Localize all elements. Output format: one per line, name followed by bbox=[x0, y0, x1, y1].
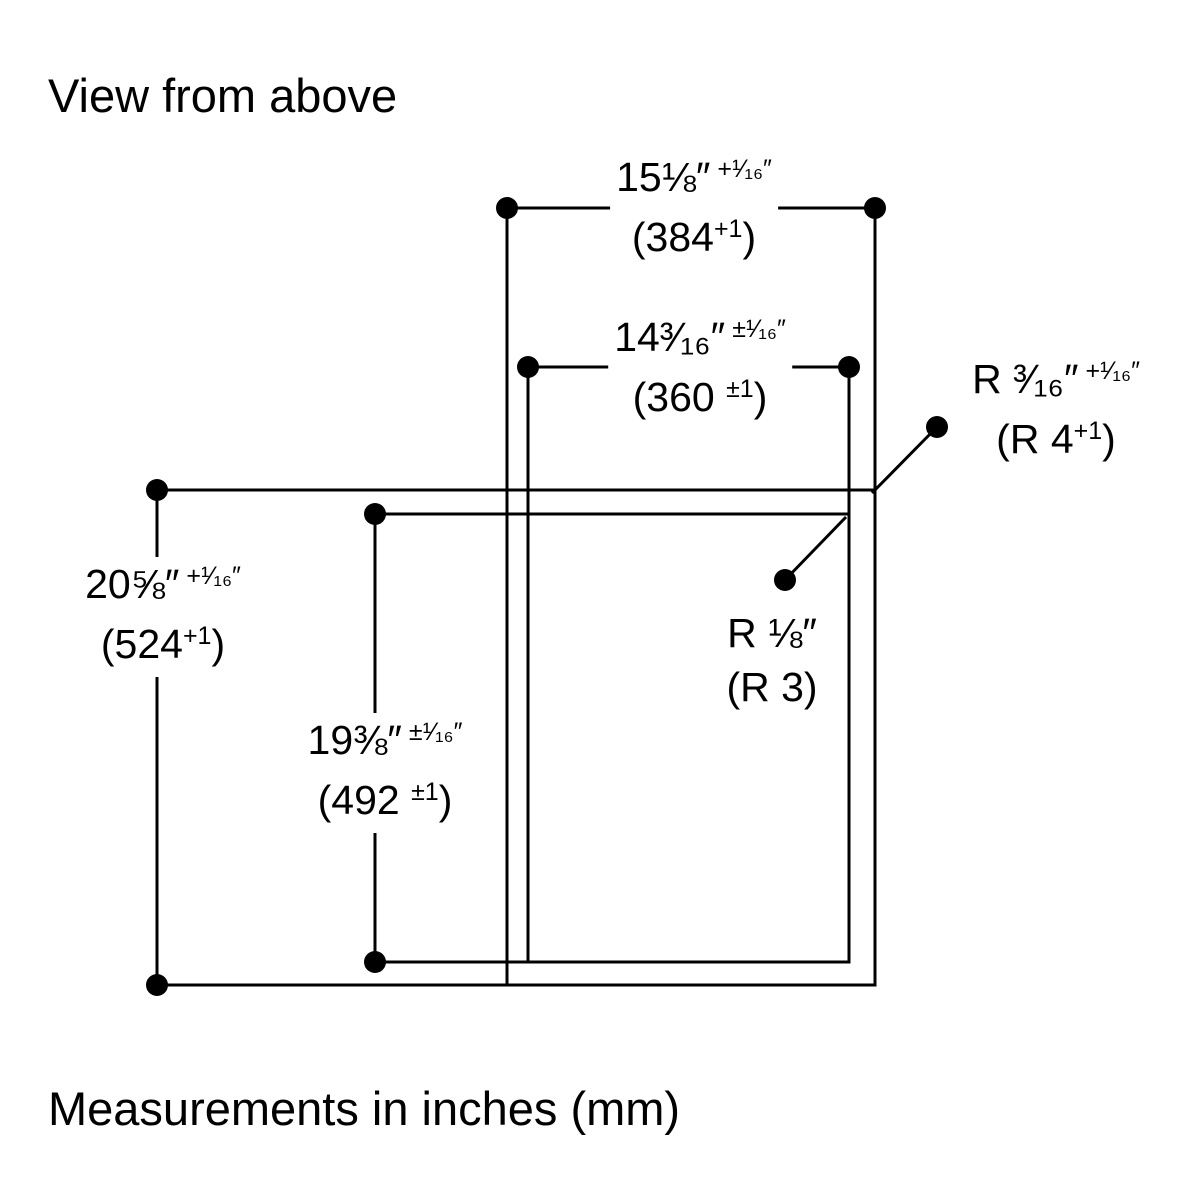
dimension-inches-row: 19⅜″±¹⁄₁₆″ bbox=[308, 713, 463, 773]
dimension-dot bbox=[146, 974, 168, 996]
dimension-inches-row: 15⅛″+¹⁄₁₆″ bbox=[616, 150, 772, 210]
dimension-mm-value: (492 bbox=[317, 777, 412, 823]
dimension-inches-value: R ⅛″ bbox=[727, 610, 817, 656]
dimension-inches-value: R ³⁄₁₆″ bbox=[972, 356, 1079, 402]
dimension-mm-value: (360 bbox=[632, 374, 727, 420]
dimension-inches-tolerance: +¹⁄₁₆″ bbox=[186, 562, 241, 590]
leader-dot-outer-radius bbox=[926, 416, 948, 438]
dimension-inches-row: 14³⁄₁₆″±¹⁄₁₆″ bbox=[614, 310, 786, 370]
inner-cutout-outline bbox=[526, 512, 851, 964]
dimension-mm-row: (360 ±1) bbox=[614, 370, 786, 430]
dimension-mm-tolerance: +1 bbox=[182, 622, 212, 650]
units-note: Measurements in inches (mm) bbox=[48, 1082, 681, 1135]
dimension-mm-row: (524+1) bbox=[85, 617, 241, 677]
dimension-inches-value: 14³⁄₁₆″ bbox=[614, 314, 726, 360]
dimension-outer-depth: 20⅝″+¹⁄₁₆″ (524+1) bbox=[79, 557, 247, 677]
dimension-inches-tolerance: +¹⁄₁₆″ bbox=[717, 155, 772, 183]
dimension-outer-width: 15⅛″+¹⁄₁₆″ (384+1) bbox=[610, 150, 778, 270]
dimension-dot bbox=[838, 356, 860, 378]
dimension-mm-row: (R 3) bbox=[726, 660, 817, 714]
dimension-mm-close: ) bbox=[211, 621, 226, 667]
dimension-mm-close: ) bbox=[1102, 416, 1116, 462]
dimension-inches-tolerance: ±¹⁄₁₆″ bbox=[732, 315, 786, 343]
dimension-dot bbox=[864, 197, 886, 219]
dimension-mm-row: (R 4+1) bbox=[972, 412, 1140, 472]
dimension-inches-value: 19⅜″ bbox=[307, 717, 402, 763]
dimension-mm-tolerance: +1 bbox=[1073, 417, 1103, 445]
outer-cutout-outline bbox=[505, 488, 877, 987]
dimension-inner-depth: 19⅜″±¹⁄₁₆″ (492 ±1) bbox=[301, 713, 469, 833]
leader-line-inner-radius bbox=[783, 515, 848, 582]
dimension-mm-tolerance: ±1 bbox=[411, 778, 439, 806]
dimension-mm-value: (524 bbox=[100, 621, 183, 667]
page-title: View from above bbox=[48, 69, 398, 122]
dimension-mm-close: ) bbox=[753, 374, 768, 420]
dimension-dot bbox=[517, 356, 539, 378]
leader-dot-inner-radius bbox=[774, 569, 796, 591]
dimension-inches-value: 15⅛″ bbox=[616, 154, 711, 200]
dimension-mm-close: ) bbox=[742, 214, 757, 260]
dimension-inner-width: 14³⁄₁₆″±¹⁄₁₆″ (360 ±1) bbox=[608, 310, 792, 430]
dimension-mm-row: (384+1) bbox=[616, 210, 772, 270]
dimension-inches-row: 20⅝″+¹⁄₁₆″ bbox=[85, 557, 241, 617]
dimension-inches-tolerance: ±¹⁄₁₆″ bbox=[408, 718, 463, 746]
dimension-mm-tolerance: +1 bbox=[713, 215, 743, 243]
dimension-dot bbox=[364, 503, 386, 525]
dimension-mm-value: (R 4 bbox=[996, 416, 1074, 462]
dimension-dot bbox=[146, 479, 168, 501]
dimension-dot bbox=[496, 197, 518, 219]
dimension-mm-row: (492 ±1) bbox=[308, 773, 463, 833]
dimension-mm-close: ) bbox=[438, 777, 453, 823]
dimension-inches-value: 20⅝″ bbox=[85, 561, 180, 607]
dimension-inner-radius: R ⅛″ (R 3) bbox=[726, 606, 817, 714]
dimension-mm-value: (R 3) bbox=[726, 664, 818, 710]
dimension-dot bbox=[364, 951, 386, 973]
dimension-inches-row: R ⅛″ bbox=[726, 606, 817, 660]
dimension-inches-row: R ³⁄₁₆″+¹⁄₁₆″ bbox=[972, 352, 1140, 412]
leader-line-outer-radius bbox=[870, 425, 939, 495]
dimension-inches-tolerance: +¹⁄₁₆″ bbox=[1085, 357, 1140, 385]
dimension-mm-tolerance: ±1 bbox=[726, 375, 754, 403]
dimension-outer-radius: R ³⁄₁₆″+¹⁄₁₆″ (R 4+1) bbox=[972, 352, 1140, 472]
dimension-mm-value: (384 bbox=[631, 214, 714, 260]
